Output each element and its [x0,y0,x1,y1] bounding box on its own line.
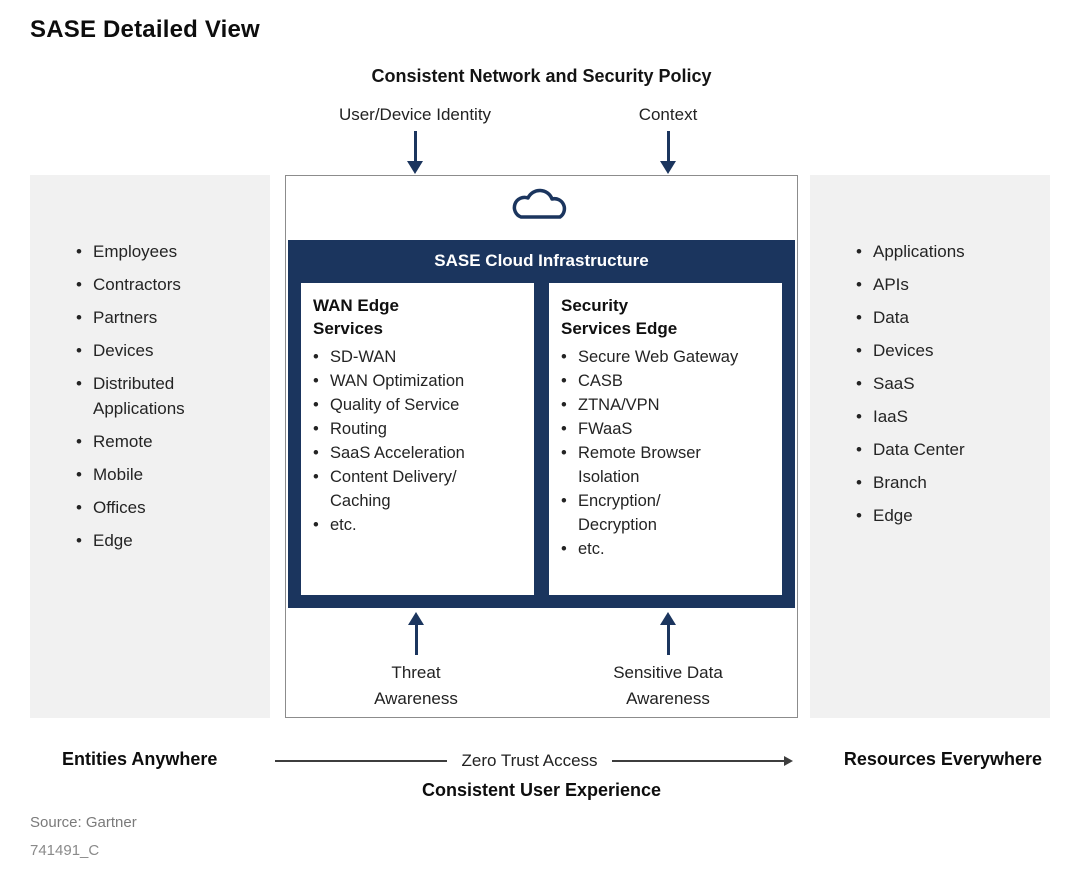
zero-trust-arrow: Zero Trust Access [275,751,794,770]
document-id-label: 741491_C [30,842,100,859]
wan-edge-services-list: SD-WAN WAN Optimization Quality of Servi… [313,345,522,537]
zero-trust-access-label: Zero Trust Access [461,751,598,770]
arrow-down-icon [660,131,676,174]
resources-panel: Applications APIs Data Devices SaaS IaaS… [810,175,1050,718]
arrow-stem [666,625,670,655]
entities-anywhere-label: Entities Anywhere [62,749,218,769]
sase-cloud-infrastructure-title: SASE Cloud Infrastructure [434,251,649,270]
arrow-stem [666,131,670,161]
arrow-line [611,760,785,762]
list-item: Edge [856,503,1038,528]
arrow-head [660,161,676,174]
source-label: Source: Gartner [30,814,137,831]
security-services-edge-box: Security Services Edge Secure Web Gatewa… [549,283,782,595]
entities-list: Employees Contractors Partners Devices D… [30,175,270,553]
wan-edge-services-box: WAN Edge Services SD-WAN WAN Optimizatio… [301,283,534,595]
list-item: Remote [76,429,258,454]
list-item: Contractors [76,272,258,297]
list-item: Secure Web Gateway [561,345,770,369]
page-title: SASE Detailed View [30,16,260,43]
consistent-user-experience-label: Consistent User Experience [421,780,662,800]
arrow-stem [414,625,418,655]
list-item: Branch [856,470,1038,495]
arrow-head [407,161,423,174]
list-item: WAN Optimization [313,369,522,393]
list-item: APIs [856,272,1038,297]
sensitive-data-awareness-label: Sensitive Data Awareness [613,663,723,708]
list-item: Routing [313,417,522,441]
policy-heading: Consistent Network and Security Policy [371,66,712,86]
list-item: Edge [76,528,258,553]
list-item: Encryption/ Decryption [561,489,770,537]
list-item: Data Center [856,437,1038,462]
list-item: SD-WAN [313,345,522,369]
resources-everywhere-label: Resources Everywhere [843,749,1042,769]
security-services-edge-list: Secure Web Gateway CASB ZTNA/VPN FWaaS R… [561,345,770,561]
user-device-identity-label: User/Device Identity [338,105,492,124]
sase-cloud-infrastructure-box: SASE Cloud Infrastructure WAN Edge Servi… [288,240,795,608]
list-item: Devices [76,338,258,363]
list-item: Remote Browser Isolation [561,441,770,489]
arrow-stem [413,131,417,161]
arrow-up-icon [408,612,424,655]
threat-awareness-label: Threat Awareness [374,663,458,708]
list-item: SaaS [856,371,1038,396]
list-item: Applications [856,239,1038,264]
resources-list: Applications APIs Data Devices SaaS IaaS… [810,175,1050,528]
list-item: Partners [76,305,258,330]
list-item: ZTNA/VPN [561,393,770,417]
list-item: FWaaS [561,417,770,441]
arrow-head [408,612,424,625]
list-item: etc. [561,537,770,561]
list-item: CASB [561,369,770,393]
list-item: Mobile [76,462,258,487]
security-services-edge-title: Security Services Edge [561,296,678,338]
list-item: IaaS [856,404,1038,429]
arrow-line [275,760,448,762]
entities-panel: Employees Contractors Partners Devices D… [30,175,270,718]
list-item: etc. [313,513,522,537]
cloud-icon [508,184,572,229]
list-item: Data [856,305,1038,330]
arrow-down-icon [407,131,423,174]
services-row: WAN Edge Services SD-WAN WAN Optimizatio… [301,283,782,595]
arrow-head [660,612,676,625]
list-item: Employees [76,239,258,264]
context-label: Context [638,105,698,124]
arrow-right-icon [784,756,794,766]
wan-edge-services-title: WAN Edge Services [313,296,399,338]
list-item: SaaS Acceleration [313,441,522,465]
list-item: Offices [76,495,258,520]
list-item: Quality of Service [313,393,522,417]
list-item: Devices [856,338,1038,363]
arrow-up-icon [660,612,676,655]
list-item: Distributed Applications [76,371,258,421]
list-item: Content Delivery/ Caching [313,465,522,513]
